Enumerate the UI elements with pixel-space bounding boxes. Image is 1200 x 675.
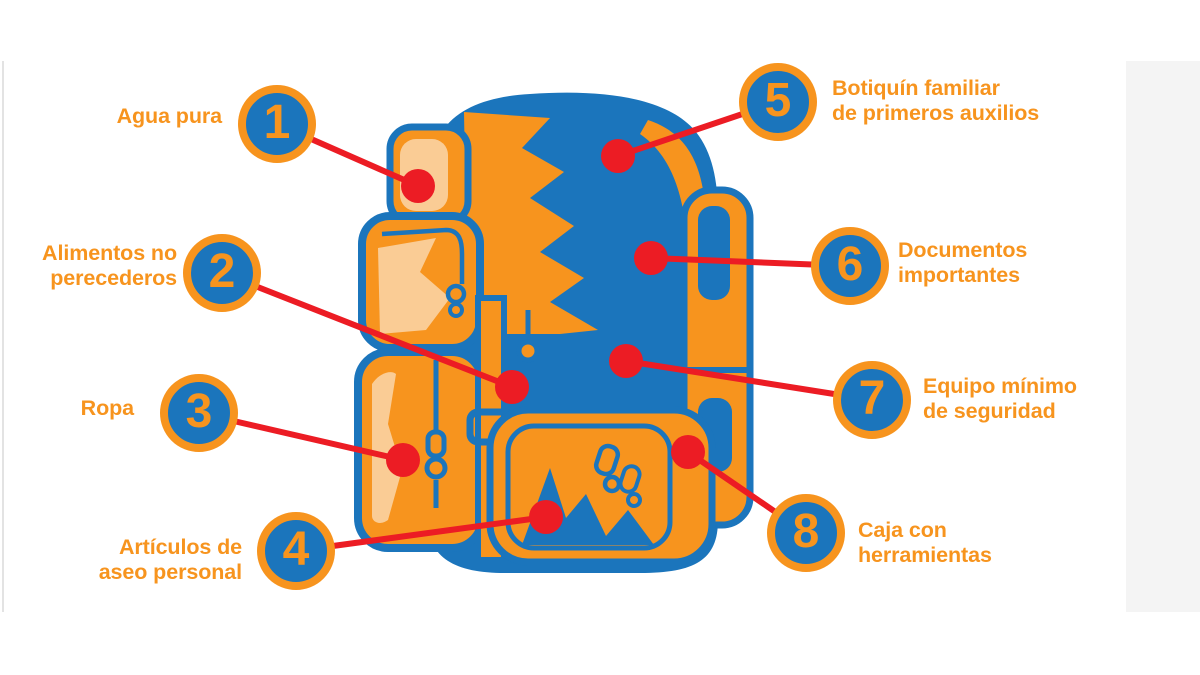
item-2-number-badge: 2 — [183, 234, 261, 312]
item-4-number-badge: 4 — [257, 512, 335, 590]
item-3-number-badge: 3 — [160, 374, 238, 452]
item-6-label: Documentos importantes — [898, 238, 1028, 287]
item-7-number-badge: 7 — [833, 361, 911, 439]
item-3-label: Ropa — [80, 396, 134, 420]
viewer-background-panel — [1126, 61, 1200, 612]
item-2-label: Alimentos no perecederos — [42, 241, 177, 290]
item-4-label: Artículos de aseo personal — [98, 535, 242, 584]
item-1-number-badge: 1 — [238, 85, 316, 163]
item-5-number-badge: 5 — [739, 63, 817, 141]
item-8-label: Caja con herramientas — [858, 518, 992, 567]
item-6-number-badge: 6 — [811, 227, 889, 305]
item-1-label: Agua pura — [116, 104, 223, 128]
item-7-label: Equipo mínimo de seguridad — [923, 374, 1077, 423]
item-5-label: Botiquín familiar de primeros auxilios — [832, 76, 1040, 125]
marker-dots — [386, 139, 705, 534]
page-left-edge — [2, 61, 4, 612]
backpack-body — [354, 92, 754, 574]
item-8-number-badge: 8 — [767, 494, 845, 572]
